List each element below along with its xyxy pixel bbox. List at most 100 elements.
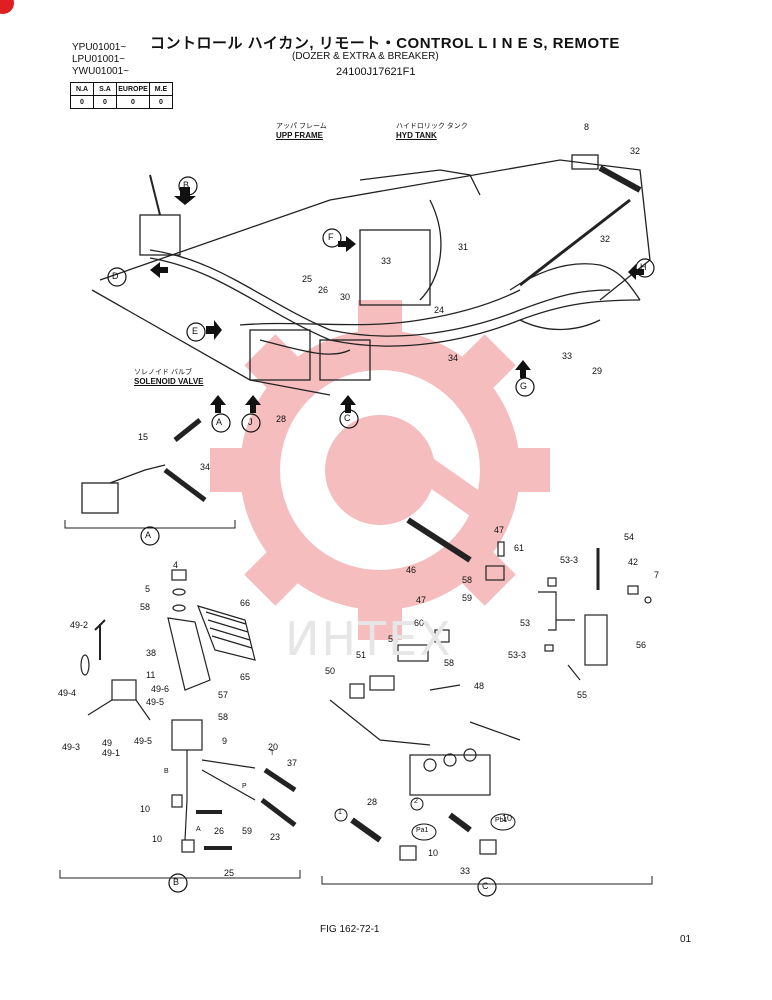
part-label: 49-5 xyxy=(146,697,165,707)
region-value-me: 0 xyxy=(149,95,173,109)
part-label: 11 xyxy=(146,670,156,680)
region-header-me: M.E xyxy=(149,82,173,96)
part-label: 10 xyxy=(140,804,151,814)
part-label: 25 xyxy=(224,868,235,878)
hyd-tank-label: HYD TANK xyxy=(396,131,437,140)
diagram-subtitle: (DOZER & EXTRA & BREAKER) xyxy=(292,51,439,62)
part-label: 5 xyxy=(145,584,151,594)
serial-3: YWU01001~ xyxy=(72,66,129,77)
part-label: 49-1 xyxy=(102,748,121,758)
part-label: 25 xyxy=(302,274,313,284)
solenoid-jp-label: ソレノイド バルブ xyxy=(134,369,192,376)
part-label: 10 xyxy=(428,848,439,858)
part-label: 42 xyxy=(628,557,639,567)
part-label: 8 xyxy=(584,122,590,132)
part-label: 49 xyxy=(102,738,113,748)
view-marker-h: H xyxy=(640,262,647,272)
port-mark: T xyxy=(270,750,275,757)
part-label: 34 xyxy=(448,353,459,363)
page-number: 01 xyxy=(680,934,692,945)
serial-1: YPU01001~ xyxy=(72,42,127,53)
part-label: 49-2 xyxy=(70,620,89,630)
upp-frame-jp-label: アッパ フレーム xyxy=(276,123,327,130)
part-label: 52 xyxy=(388,634,399,644)
part-label: 33 xyxy=(381,256,392,266)
part-label: 32 xyxy=(630,146,641,156)
part-label: 7 xyxy=(654,570,660,580)
part-label: 53 xyxy=(520,618,531,628)
view-marker-j: J xyxy=(248,417,253,427)
part-label: 23 xyxy=(270,832,281,842)
part-label: 66 xyxy=(240,598,251,608)
port-mark: B xyxy=(164,768,169,775)
view-marker-e: E xyxy=(192,326,199,336)
part-label: 26 xyxy=(214,826,225,836)
part-label: 20 xyxy=(268,742,279,752)
port-mark: 2 xyxy=(414,798,418,805)
part-label: 30 xyxy=(340,292,351,302)
solenoid-label: SOLENOID VALVE xyxy=(134,377,204,386)
detail-a-marker: A xyxy=(145,530,152,540)
hyd-tank-jp-label: ハイドロリック タンク xyxy=(396,123,468,130)
part-label: 50 xyxy=(325,666,336,676)
port-mark: 1 xyxy=(338,809,342,816)
part-label: 49-4 xyxy=(58,688,77,698)
port-mark: P xyxy=(242,783,247,790)
part-label: 49-6 xyxy=(151,684,170,694)
region-value-sa: 0 xyxy=(93,95,117,109)
part-label: 29 xyxy=(592,366,603,376)
part-label: 53-3 xyxy=(508,650,527,660)
part-label: 46 xyxy=(406,565,417,575)
view-marker-a: A xyxy=(216,417,223,427)
part-label: 4 xyxy=(173,560,179,570)
part-label: 47 xyxy=(416,595,427,605)
corner-badge xyxy=(0,0,14,14)
part-label: 65 xyxy=(240,672,251,682)
part-label: 58 xyxy=(140,602,151,612)
part-label: 56 xyxy=(636,640,647,650)
view-marker-b: B xyxy=(183,180,190,190)
view-marker-d: D xyxy=(112,271,119,281)
port-mark: Pa1 xyxy=(416,827,429,834)
part-label: 53-3 xyxy=(560,555,579,565)
part-label: 33 xyxy=(562,351,573,361)
part-label: 58 xyxy=(218,712,229,722)
part-label: 58 xyxy=(444,658,455,668)
part-label: 31 xyxy=(458,242,469,252)
part-label: 10 xyxy=(152,834,163,844)
part-label: 59 xyxy=(462,593,473,603)
part-label: 38 xyxy=(146,648,157,658)
serial-2: LPU01001~ xyxy=(72,54,126,65)
part-label: 57 xyxy=(218,690,229,700)
part-label: 61 xyxy=(514,543,525,553)
part-label: 51 xyxy=(356,650,367,660)
part-label: 49-5 xyxy=(134,736,153,746)
part-label: 60 xyxy=(414,618,425,628)
detail-c-marker: C xyxy=(482,881,489,891)
part-label: 54 xyxy=(624,532,635,542)
view-marker-c: C xyxy=(344,413,351,423)
figure-number: FIG 162-72-1 xyxy=(320,924,380,935)
detail-b-marker: B xyxy=(173,877,180,887)
part-label: 26 xyxy=(318,285,329,295)
part-label: 24 xyxy=(434,305,445,315)
part-code: 24100J17621F1 xyxy=(336,66,416,78)
part-label: 47 xyxy=(494,525,505,535)
part-label: 49-3 xyxy=(62,742,81,752)
part-label: 28 xyxy=(367,797,378,807)
part-label: 55 xyxy=(577,690,588,700)
part-label: 34 xyxy=(200,462,211,472)
part-label: 15 xyxy=(138,432,149,442)
part-label: 9 xyxy=(222,736,228,746)
part-label: 59 xyxy=(242,826,253,836)
region-table: N.A S.A EUROPE M.E 0 0 0 0 xyxy=(70,82,173,109)
diagram-title: コントロール ハイカン, リモート・CONTROL L I N E S, REM… xyxy=(150,35,620,52)
part-label: 48 xyxy=(474,681,485,691)
upp-frame-label: UPP FRAME xyxy=(276,131,323,140)
